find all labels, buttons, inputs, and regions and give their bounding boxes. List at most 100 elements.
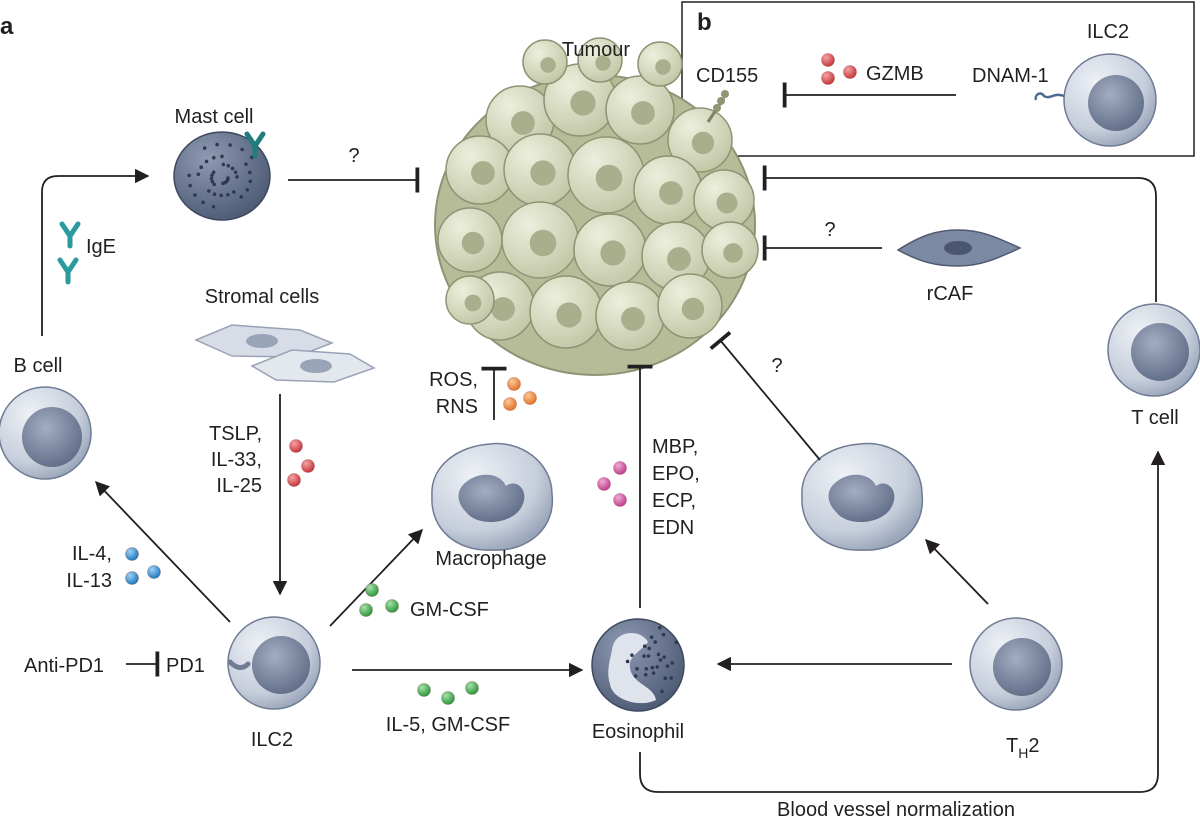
- blood-vessel-label: Blood vessel normalization: [777, 799, 1015, 821]
- tumour-cell-nucleus: [464, 294, 482, 312]
- rcaf-label: rCAF: [927, 283, 974, 305]
- il5-gmcsf-label: IL-5, GM-CSF: [386, 714, 510, 736]
- rcaf-cell: [896, 229, 1022, 267]
- tumour-cell-nucleus: [691, 131, 715, 155]
- tumour-cell-nucleus: [631, 101, 655, 125]
- granule: [642, 654, 646, 658]
- granule: [207, 189, 211, 193]
- granule: [226, 163, 231, 168]
- granule: [235, 175, 239, 179]
- granule: [221, 162, 226, 167]
- pink-granule-protein-dot: [597, 477, 611, 491]
- ige-label: IgE: [86, 236, 116, 258]
- granule: [248, 170, 252, 175]
- granule: [660, 689, 664, 694]
- granule: [187, 173, 191, 178]
- green-cytokine-dot: [417, 683, 431, 697]
- question-rcaf: ?: [824, 219, 835, 241]
- gzmb-dot: [821, 71, 835, 85]
- pink-granule-protein-dot: [613, 493, 627, 507]
- tumour-cell-nucleus: [600, 240, 626, 266]
- ros-label: ROS,: [429, 369, 478, 391]
- granule: [211, 204, 216, 209]
- tumour-cell-nucleus: [556, 302, 582, 328]
- granule: [669, 676, 673, 680]
- granule: [658, 658, 663, 662]
- blood-vessel-normalization-arrow: [639, 450, 1166, 793]
- blue-cytokine-dot: [125, 547, 139, 561]
- green-cytokine-dot: [365, 583, 379, 597]
- red-cytokine-dot: [287, 473, 301, 487]
- question-macrophage: ?: [771, 355, 782, 377]
- tumour-cell-nucleus: [461, 231, 485, 255]
- tumour-cell-nucleus: [681, 297, 705, 321]
- ilc2-to-macrophage-arrow: [329, 528, 423, 627]
- tumour-cell-nucleus: [529, 229, 557, 257]
- granule: [228, 143, 232, 147]
- tumour-cell-nucleus: [471, 161, 495, 185]
- granule: [232, 190, 236, 194]
- granule: [630, 653, 634, 657]
- th2-to-macrophage-arrow: [924, 538, 989, 605]
- tumour-cell-nucleus: [621, 307, 645, 331]
- granule: [209, 176, 214, 181]
- t-cell: [1107, 303, 1200, 397]
- granule: [233, 170, 238, 175]
- rns-label: RNS: [436, 396, 478, 418]
- green-cytokine-dot: [359, 603, 373, 617]
- granule: [665, 664, 670, 668]
- granule: [202, 146, 207, 150]
- granule: [657, 625, 662, 630]
- granule: [226, 192, 230, 197]
- il25-label: IL-25: [216, 475, 262, 497]
- panel-a-label: a: [0, 13, 14, 40]
- red-cytokine-dot: [289, 439, 303, 453]
- green-cytokine-dot: [465, 681, 479, 695]
- tslp-label: TSLP,: [209, 423, 262, 445]
- granule: [204, 159, 209, 164]
- granule: [662, 655, 666, 659]
- tumour-cell-nucleus: [667, 247, 691, 271]
- macrophage-right-inhibition: [709, 330, 821, 461]
- tumour-cell-nucleus: [511, 111, 535, 135]
- orange-ros-dot: [523, 391, 537, 405]
- macrophage-right: [801, 442, 924, 551]
- tumour-cell-nucleus: [716, 192, 738, 214]
- granule: [651, 671, 656, 675]
- granule: [221, 181, 225, 186]
- granule: [674, 640, 679, 645]
- granule: [230, 166, 235, 171]
- stromal-cells: [194, 324, 376, 383]
- tumour-label: Tumour: [562, 39, 631, 61]
- granule: [635, 667, 639, 671]
- th2-label: TH2: [1006, 735, 1039, 761]
- granule: [201, 200, 205, 205]
- gzmb-label: GZMB: [866, 63, 924, 85]
- panel-b-frame: [681, 1, 1195, 157]
- b-cell-label: B cell: [14, 355, 63, 377]
- granule: [212, 182, 217, 187]
- epo-label: EPO,: [652, 463, 700, 485]
- tumour-cells: [437, 37, 759, 351]
- cd155-receptor: [706, 90, 729, 123]
- gzmb-dot: [821, 53, 835, 67]
- granule: [188, 183, 192, 188]
- panel-b-label: b: [697, 9, 712, 36]
- granule: [663, 676, 668, 681]
- granule: [633, 674, 638, 678]
- macrophage: [431, 442, 554, 551]
- pink-granule-protein-dot: [613, 461, 627, 475]
- mbp-label: MBP,: [652, 436, 698, 458]
- granule: [644, 666, 649, 671]
- mast-cell: [173, 131, 271, 221]
- green-cytokine-dot: [385, 599, 399, 613]
- tumour: [434, 37, 759, 376]
- blue-cytokine-dot: [125, 571, 139, 585]
- granule: [210, 179, 215, 184]
- tumour-cell-nucleus: [570, 90, 596, 116]
- tcell-to-tumour-inhibition: [762, 165, 1157, 302]
- granule: [244, 162, 248, 167]
- tumour-cell-nucleus: [655, 59, 671, 75]
- ige-antibody-icon: [57, 257, 79, 285]
